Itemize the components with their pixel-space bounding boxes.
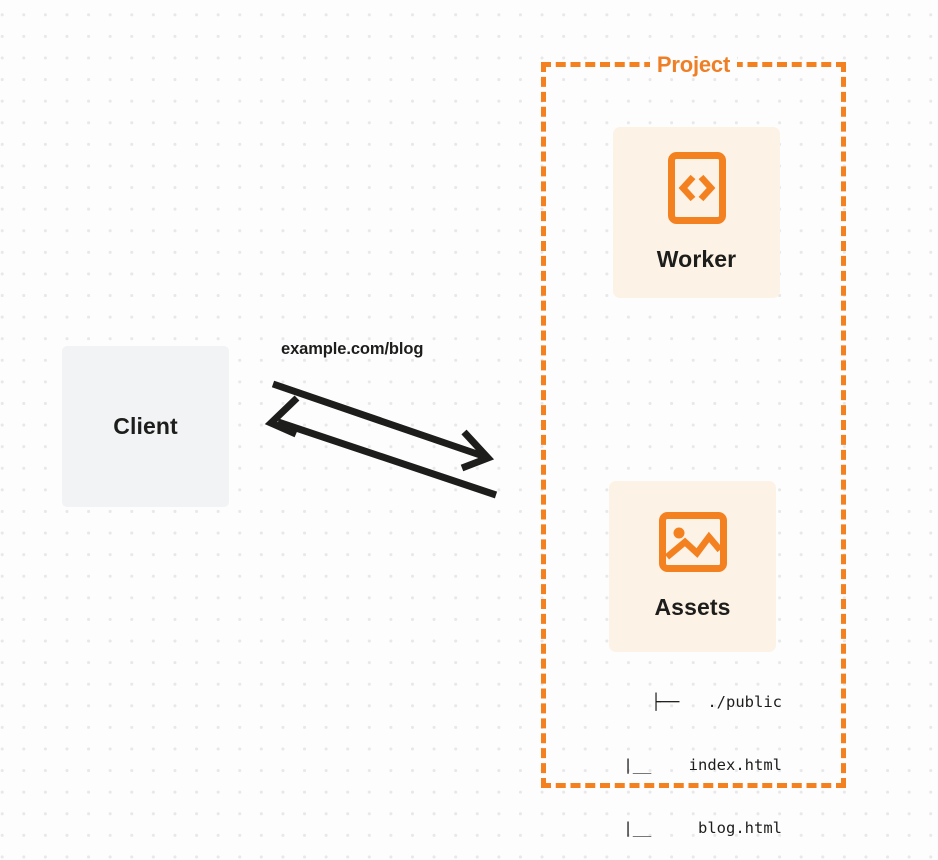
assets-node-label: Assets: [654, 594, 731, 620]
image-icon: [658, 512, 727, 577]
response-arrow: [264, 395, 498, 499]
project-title-text: Project: [649, 54, 738, 76]
project-title: Project: [541, 52, 846, 78]
code-brackets-icon: [667, 152, 726, 229]
client-node[interactable]: Client: [62, 346, 229, 507]
worker-node-label: Worker: [656, 246, 737, 272]
request-arrow: [271, 380, 495, 472]
client-node-label: Client: [113, 413, 178, 439]
connector-url-label: example.com/blog: [281, 340, 424, 358]
worker-node[interactable]: Worker: [613, 127, 780, 298]
assets-node[interactable]: Assets: [609, 481, 776, 652]
file-tree-line: |__ index.html: [623, 756, 782, 774]
assets-file-tree: ├── ./public |__ index.html |__ blog.htm…: [560, 650, 782, 860]
file-tree-line: |__ blog.html: [623, 819, 782, 837]
file-tree-line: ├── ./public: [651, 693, 782, 711]
